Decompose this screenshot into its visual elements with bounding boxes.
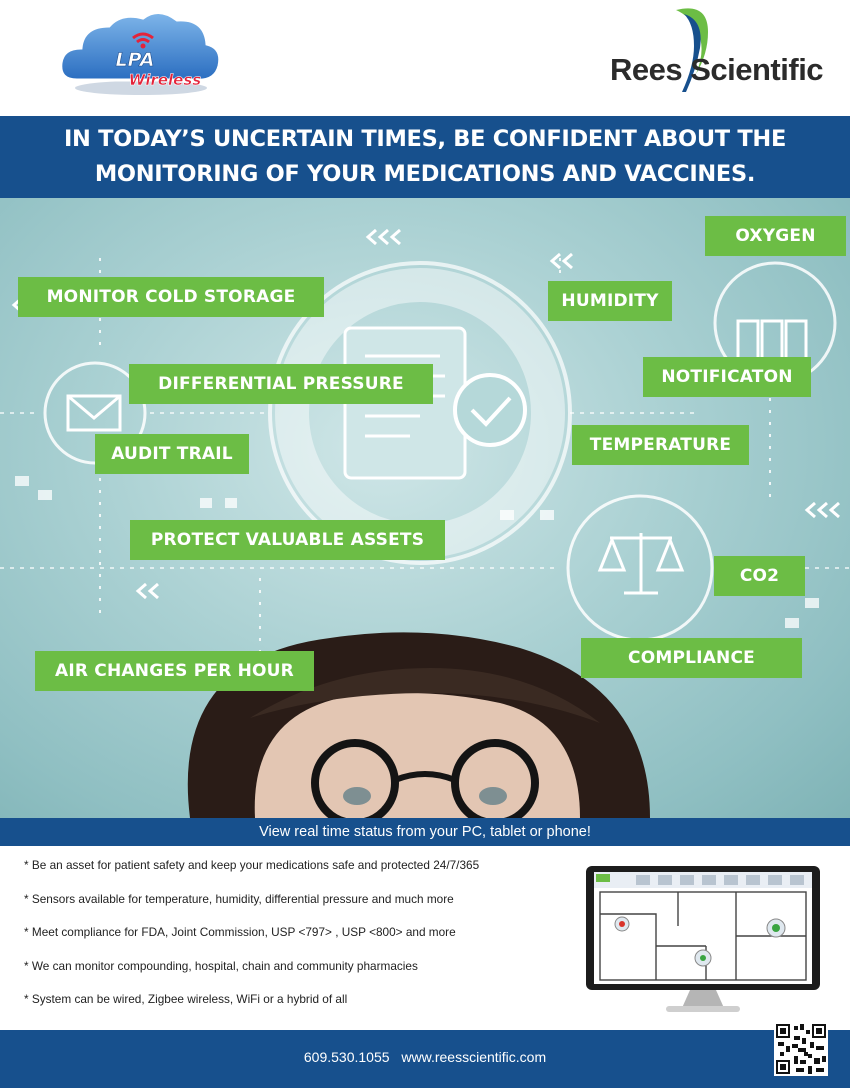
tag-oxygen: OXYGEN <box>705 216 846 256</box>
hero-image: MONITOR COLD STORAGE DIFFERENTIAL PRESSU… <box>0 198 850 818</box>
feature-list: * Be an asset for patient safety and kee… <box>24 856 564 1024</box>
footer-contact: 609.530.1055 www.reesscientific.com <box>0 1049 850 1065</box>
tag-monitor-cold-storage: MONITOR COLD STORAGE <box>18 277 324 317</box>
list-item: * We can monitor compounding, hospital, … <box>24 958 418 973</box>
tag-co2: CO2 <box>714 556 805 596</box>
tag-compliance: COMPLIANCE <box>581 638 802 678</box>
list-item: * Sensors available for temperature, hum… <box>24 891 454 906</box>
monitor-screenshot <box>586 866 820 1014</box>
list-item: * Meet compliance for FDA, Joint Commiss… <box>24 925 456 939</box>
headline-line-1: IN TODAY’S UNCERTAIN TIMES, BE CONFIDENT… <box>63 126 787 152</box>
list-item: * Be an asset for patient safety and kee… <box>24 858 480 872</box>
tag-differential-pressure: DIFFERENTIAL PRESSURE <box>129 364 433 404</box>
tag-humidity: HUMIDITY <box>548 281 672 321</box>
headline-band: IN TODAY’S UNCERTAIN TIMES, BE CONFIDENT… <box>0 116 850 198</box>
tag-audit-trail: AUDIT TRAIL <box>95 434 249 474</box>
scales-icon <box>597 533 685 595</box>
footer-phone: 609.530.1055 <box>303 1049 390 1065</box>
headline: IN TODAY’S UNCERTAIN TIMES, BE CONFIDENT… <box>25 122 825 192</box>
footer-website-link[interactable]: www.reesscientific.com <box>401 1049 547 1065</box>
tag-temperature: TEMPERATURE <box>572 425 749 465</box>
qr-code-icon <box>774 1022 828 1076</box>
headline-line-2: MONITORING OF YOUR MEDICATIONS AND VACCI… <box>94 161 756 187</box>
list-item: * System can be wired, Zigbee wireless, … <box>24 992 348 1006</box>
rees-scientific-wordmark: Rees Scientific <box>610 52 824 87</box>
rees-scientific-logo: Rees Scientific <box>610 4 840 94</box>
envelope-icon <box>66 394 122 432</box>
swoosh-icon <box>676 8 708 92</box>
status-band-text: View real time status from your PC, tabl… <box>259 824 591 840</box>
svg-text:Wireless: Wireless <box>129 71 202 89</box>
tag-protect-valuable-assets: PROTECT VALUABLE ASSETS <box>130 520 445 560</box>
status-band: View real time status from your PC, tabl… <box>0 818 850 846</box>
page-header: LPA Wireless Rees Scientific <box>0 0 850 116</box>
lpa-wireless-logo: LPA Wireless <box>55 8 225 100</box>
tag-notification: NOTIFICATON <box>643 357 811 397</box>
page-footer: 609.530.1055 www.reesscientific.com <box>0 1030 850 1088</box>
svg-text:LPA: LPA <box>116 49 155 71</box>
binders-icon <box>736 319 808 363</box>
tag-air-changes-per-hour: AIR CHANGES PER HOUR <box>35 651 314 691</box>
